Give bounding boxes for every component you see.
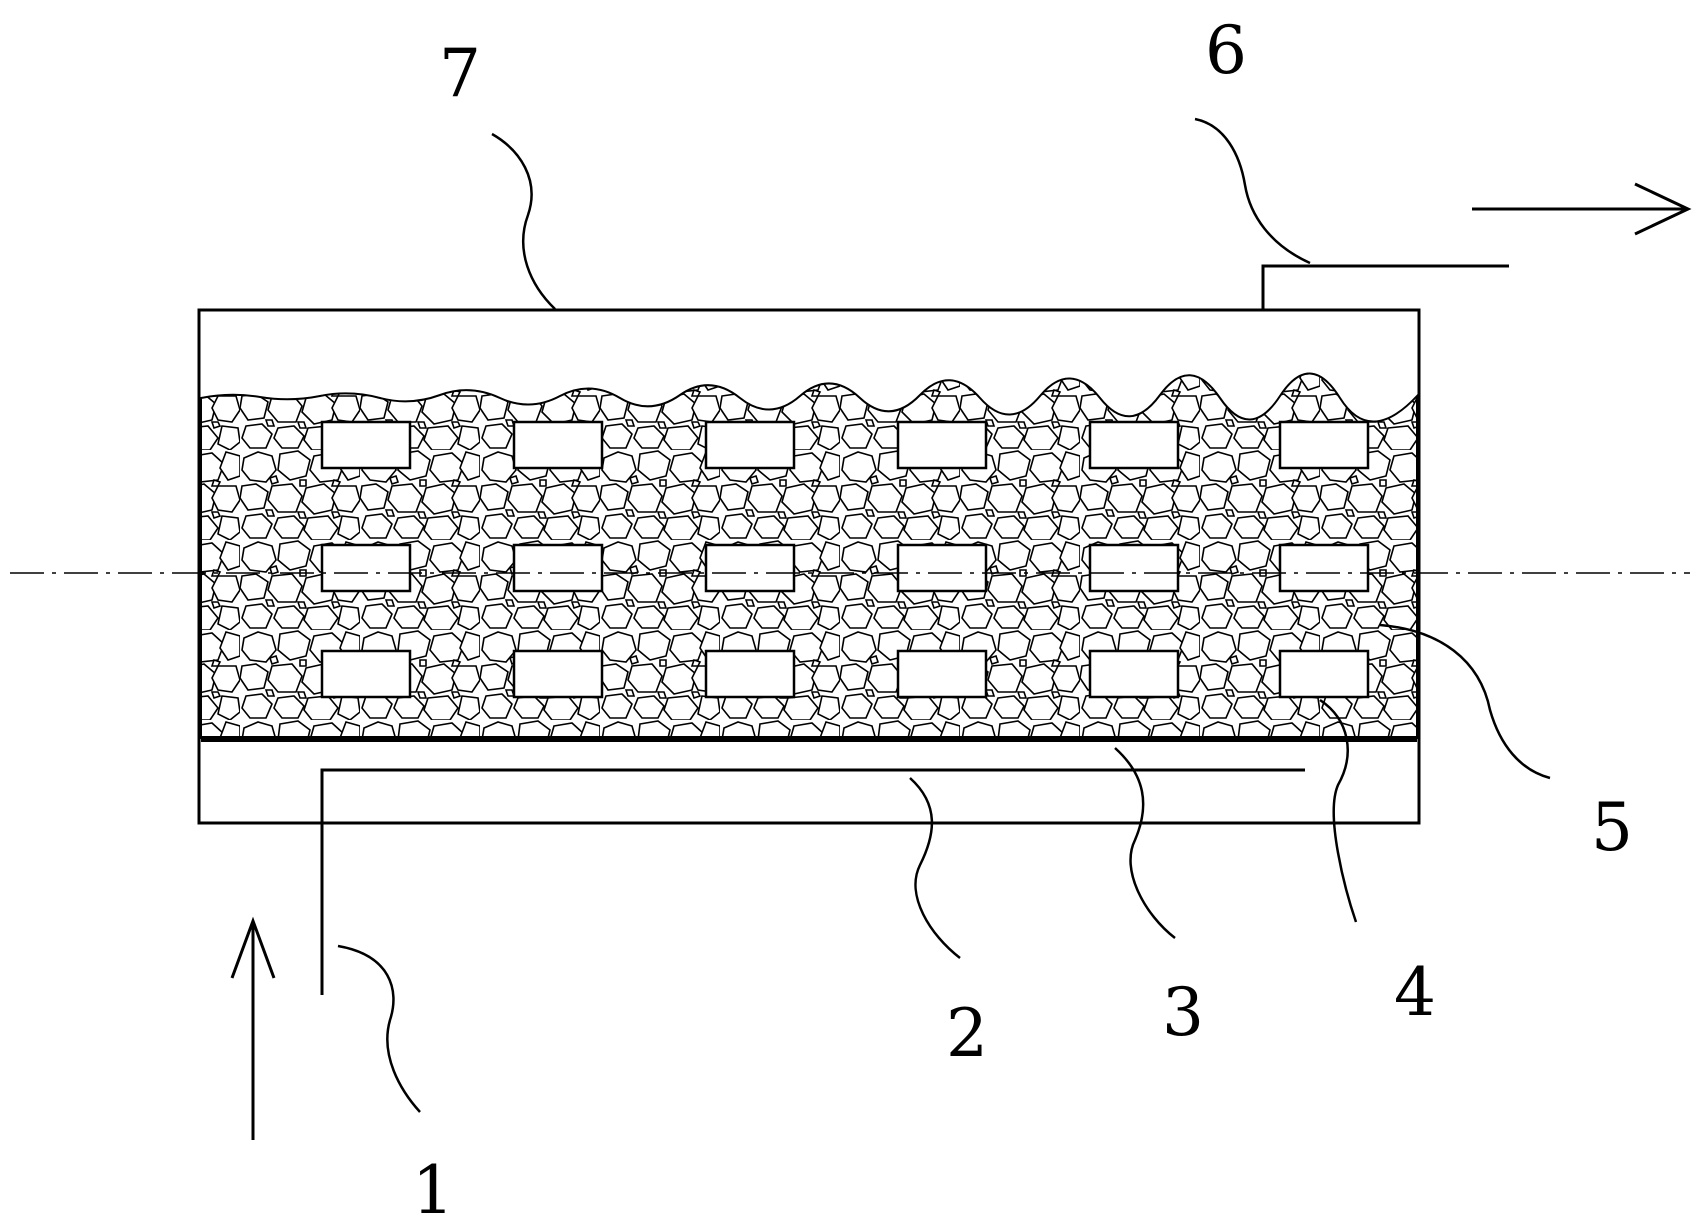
block — [1278, 543, 1370, 593]
label-6: 6 — [1205, 12, 1247, 89]
block — [1278, 420, 1370, 470]
block — [896, 543, 988, 593]
block-array — [320, 420, 1370, 699]
label-5: 5 — [1591, 789, 1633, 866]
block — [896, 420, 988, 470]
block — [896, 649, 988, 699]
label-3: 3 — [1162, 974, 1204, 1051]
block — [704, 420, 796, 470]
inlet-pipe — [320, 768, 1305, 995]
leader-line-5 — [1379, 623, 1551, 780]
leader-line-2 — [909, 777, 961, 959]
label-7: 7 — [439, 35, 481, 112]
vessel-body — [197, 308, 1421, 825]
block — [1088, 649, 1180, 699]
label-4: 4 — [1394, 954, 1436, 1031]
block — [1088, 420, 1180, 470]
leader-line-7 — [491, 132, 556, 310]
block — [1088, 543, 1180, 593]
block — [320, 420, 412, 470]
block — [704, 649, 796, 699]
outlet-pipe — [1261, 264, 1509, 310]
leader-line-6 — [1194, 117, 1311, 265]
label-1: 1 — [412, 1152, 454, 1220]
label-2: 2 — [946, 995, 988, 1072]
block — [320, 649, 412, 699]
block — [512, 649, 604, 699]
block — [512, 543, 604, 593]
arrow-right-icon — [1472, 182, 1692, 236]
leader-line-1 — [337, 944, 421, 1113]
support-plate — [201, 736, 1417, 742]
leader-line-3 — [1114, 747, 1176, 939]
arrow-up-icon — [230, 916, 276, 1140]
leader-line-4 — [1319, 698, 1358, 923]
block — [320, 543, 412, 593]
block — [704, 543, 796, 593]
block — [1278, 649, 1370, 699]
block — [512, 420, 604, 470]
